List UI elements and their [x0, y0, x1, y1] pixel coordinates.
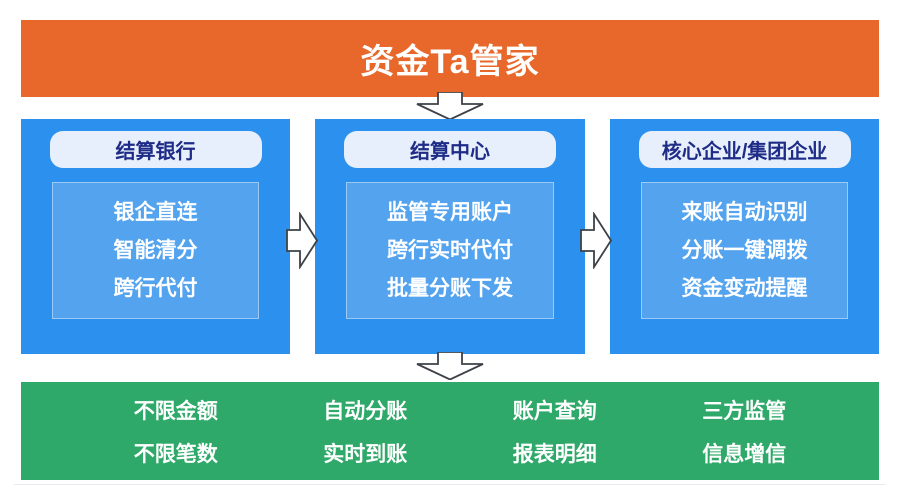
page-title: 资金Ta管家: [360, 43, 540, 81]
feature-line: 跨行实时代付: [387, 238, 513, 262]
feature-line: 银企直连: [113, 200, 198, 224]
bottom-divider: [14, 484, 886, 485]
benefit-label: 信息增信: [702, 442, 787, 466]
right-arrow-icon: [580, 212, 612, 269]
feature-line: 分账一键调拨: [681, 238, 808, 262]
right-arrow-icon: [286, 212, 318, 269]
feature-line: 批量分账下发: [387, 276, 513, 300]
stage-header-pill: 核心企业/集团企业: [638, 131, 851, 168]
feature-line: 跨行代付: [113, 276, 198, 300]
stage-feature-panel: 来账自动识别 分账一键调拨 资金变动提醒: [641, 182, 848, 319]
stage-feature-panel: 监管专用账户 跨行实时代付 批量分账下发: [346, 182, 554, 319]
benefit-label: 报表明细: [512, 442, 597, 466]
feature-line: 资金变动提醒: [681, 276, 808, 300]
stage-settlement-center: 结算中心 监管专用账户 跨行实时代付 批量分账下发: [315, 119, 585, 354]
stage-header-label: 结算中心: [410, 141, 490, 163]
benefit-label: 实时到账: [323, 442, 408, 466]
down-arrow-icon: [414, 92, 486, 120]
title-banner: 资金Ta管家: [21, 20, 879, 97]
benefit-label: 自动分账: [323, 399, 408, 423]
stage-header-pill: 结算银行: [49, 131, 262, 168]
benefits-band: 不限金额 不限笔数 自动分账 实时到账 账户查询 报表明细 三方监管 信息增信: [21, 382, 879, 480]
stage-header-label: 核心企业/集团企业: [661, 141, 828, 163]
benefit-label: 不限笔数: [133, 442, 218, 466]
benefit-label: 账户查询: [512, 399, 597, 423]
stage-header-pill: 结算中心: [344, 131, 556, 168]
feature-line: 来账自动识别: [681, 200, 808, 224]
down-arrow-icon: [414, 352, 486, 380]
feature-line: 监管专用账户: [387, 200, 513, 224]
stage-header-label: 结算银行: [115, 141, 196, 163]
benefit-label: 不限金额: [133, 399, 218, 423]
stage-core-enterprise: 核心企业/集团企业 来账自动识别 分账一键调拨 资金变动提醒: [610, 119, 879, 354]
stage-settlement-bank: 结算银行 银企直连 智能清分 跨行代付: [21, 119, 290, 354]
stage-feature-panel: 银企直连 智能清分 跨行代付: [52, 182, 259, 319]
feature-line: 智能清分: [113, 238, 198, 262]
benefit-label: 三方监管: [702, 399, 787, 423]
